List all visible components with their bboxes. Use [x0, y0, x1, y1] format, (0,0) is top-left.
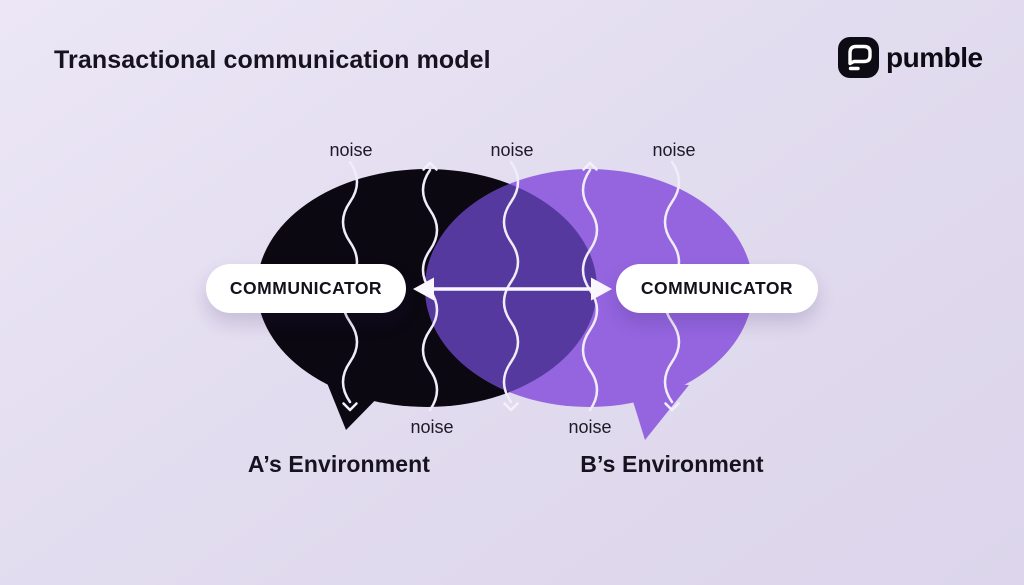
pumble-speech-bubble-icon [838, 37, 879, 78]
noise-arrowhead-up-2 [422, 161, 438, 171]
arrow-head-right [591, 277, 612, 301]
noise-arrowhead-down-5 [664, 402, 680, 412]
noise-label-top-right: noise [652, 140, 696, 160]
pumble-logo: pumble [838, 37, 983, 78]
noise-label-top-center: noise [490, 140, 534, 160]
two-way-arrow [413, 277, 612, 301]
page-title: Transactional communication model [54, 46, 491, 74]
communicator-left-pill: COMMUNICATOR [206, 264, 406, 313]
communicator-right-pill: COMMUNICATOR [616, 264, 818, 313]
environment-a-label: A’s Environment [247, 451, 431, 477]
noise-label-bottom-left: noise [410, 417, 454, 437]
noise-arrowhead-up-4 [582, 161, 598, 171]
noise-label-bottom-right: noise [568, 417, 612, 437]
communicator-left-label: COMMUNICATOR [229, 278, 383, 298]
noise-wave-line-3 [502, 160, 520, 404]
arrow-head-left [413, 277, 434, 301]
noise-arrowhead-down-3 [503, 402, 519, 412]
environment-b-label: B’s Environment [580, 451, 764, 477]
pumble-wordmark: pumble [886, 42, 983, 73]
noise-arrowhead-down-1 [342, 402, 358, 412]
noise-label-top-left: noise [329, 140, 373, 160]
communicator-right-label: COMMUNICATOR [640, 278, 794, 298]
